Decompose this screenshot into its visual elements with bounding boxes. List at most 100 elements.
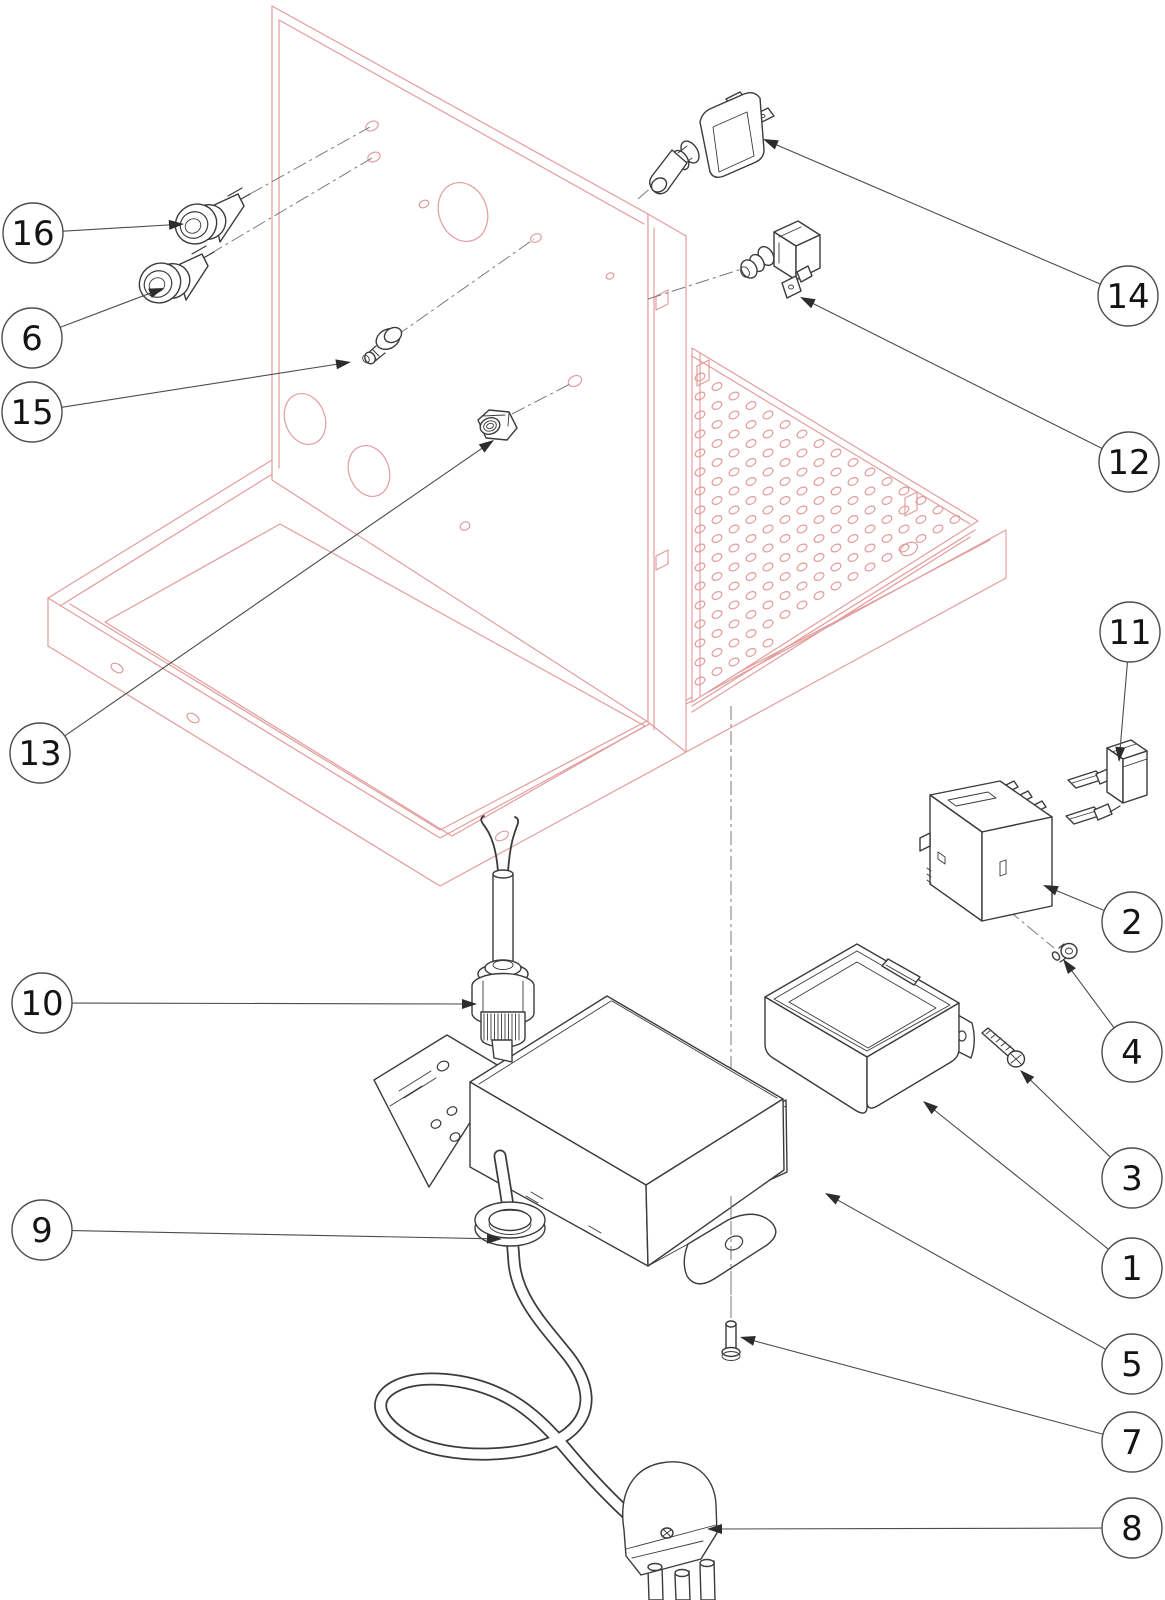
threaded-stud-15 bbox=[362, 326, 403, 365]
perforated-tray bbox=[691, 347, 979, 713]
callout-13: 13 bbox=[9, 440, 494, 784]
parts bbox=[138, 91, 1148, 1600]
callout-circle bbox=[1101, 891, 1163, 953]
cap-screw-4 bbox=[1051, 942, 1078, 963]
leader-arrowhead bbox=[707, 1523, 723, 1534]
callout-circle bbox=[1101, 1411, 1163, 1473]
callout-number: 3 bbox=[1121, 1159, 1143, 1199]
callout-circle bbox=[1101, 1147, 1163, 1209]
callout-8: 8 bbox=[707, 1497, 1163, 1559]
leader-arrowhead bbox=[740, 1336, 756, 1346]
callout-15: 15 bbox=[1, 359, 351, 443]
toggle-switch-14 bbox=[649, 91, 775, 195]
callout-circle bbox=[1, 307, 63, 369]
callout-number: 8 bbox=[1121, 1509, 1143, 1549]
leader-arrowhead bbox=[1115, 746, 1126, 762]
perforation-pattern bbox=[694, 372, 961, 686]
leader-line bbox=[71, 1002, 474, 1005]
callout-circle bbox=[1101, 1021, 1163, 1083]
chassis bbox=[47, 5, 1007, 887]
callout-11: 11 bbox=[1099, 601, 1161, 762]
leader-line bbox=[1064, 961, 1115, 1029]
callout-number: 5 bbox=[1121, 1345, 1143, 1385]
callout-number: 13 bbox=[18, 734, 61, 774]
panel-flange bbox=[647, 213, 687, 753]
mounting-panel bbox=[271, 5, 649, 723]
leader-line bbox=[743, 1337, 1104, 1435]
callout-4: 4 bbox=[1063, 959, 1163, 1083]
callout-circle bbox=[1101, 1497, 1163, 1559]
callout-10: 10 bbox=[11, 972, 477, 1034]
callout-circle bbox=[1, 381, 63, 443]
leader-line bbox=[71, 1230, 499, 1240]
leader-arrowhead bbox=[148, 288, 164, 298]
leader-line bbox=[766, 140, 1101, 285]
callout-1: 1 bbox=[923, 1101, 1163, 1299]
power-cable-fill bbox=[375, 1151, 648, 1533]
callout-number: 16 bbox=[11, 214, 54, 254]
leader-arrowhead bbox=[825, 1193, 841, 1205]
callout-number: 1 bbox=[1121, 1249, 1143, 1289]
callout-16: 16 bbox=[2, 202, 184, 264]
leader-line bbox=[1118, 661, 1129, 759]
callout-circle bbox=[11, 972, 73, 1034]
callout-12: 12 bbox=[800, 297, 1160, 493]
hex-nut-13 bbox=[477, 409, 518, 441]
cable-gland-10 bbox=[471, 815, 535, 1063]
callout-number: 6 bbox=[21, 319, 43, 359]
leader-line bbox=[710, 1527, 1103, 1530]
leader-line bbox=[62, 223, 181, 232]
leader-line bbox=[803, 298, 1103, 450]
callout-number: 12 bbox=[1107, 443, 1150, 483]
display-unit-1 bbox=[764, 943, 975, 1114]
callout-circle bbox=[2, 202, 64, 264]
callout-circle bbox=[11, 1199, 73, 1261]
callout-circle bbox=[1098, 431, 1160, 493]
leader-arrowhead bbox=[1020, 1070, 1035, 1085]
callout-number: 14 bbox=[1106, 277, 1149, 317]
callout-number: 4 bbox=[1121, 1033, 1143, 1073]
pin-7 bbox=[721, 1320, 741, 1361]
callout-9: 9 bbox=[11, 1199, 502, 1261]
leader-arrowhead bbox=[461, 998, 477, 1009]
leader-line bbox=[828, 1194, 1107, 1350]
leader-arrowhead bbox=[800, 297, 816, 309]
push-switch-12 bbox=[740, 220, 821, 299]
leader-arrowhead bbox=[486, 1233, 502, 1244]
callout-7: 7 bbox=[740, 1336, 1163, 1473]
leader-arrowhead bbox=[1043, 885, 1059, 896]
leader-arrowhead bbox=[168, 219, 184, 230]
callout-6: 6 bbox=[1, 288, 164, 369]
leader-arrowhead bbox=[335, 359, 351, 370]
indicator-lamp-16 bbox=[174, 187, 251, 245]
leader-arrowhead bbox=[923, 1101, 938, 1115]
callout-number: 11 bbox=[1108, 613, 1151, 653]
leader-arrowhead bbox=[1063, 959, 1076, 975]
callout-circle bbox=[1101, 1237, 1163, 1299]
indicator-lamp-6 bbox=[138, 245, 215, 304]
screw-3 bbox=[981, 1027, 1026, 1068]
leader-line bbox=[1022, 1072, 1111, 1158]
enclosure-box-5 bbox=[469, 995, 788, 1285]
callout-circle bbox=[1097, 265, 1159, 327]
callout-circle bbox=[1099, 601, 1161, 663]
leader-line bbox=[925, 1103, 1109, 1250]
callout-number: 15 bbox=[10, 393, 53, 433]
lock-ring-9 bbox=[474, 1201, 546, 1247]
callout-3: 3 bbox=[1020, 1070, 1163, 1209]
terminal-connector-11 bbox=[1065, 739, 1148, 825]
callout-circle bbox=[1101, 1333, 1163, 1395]
callout-number: 2 bbox=[1121, 903, 1143, 943]
callout-number: 10 bbox=[20, 984, 63, 1024]
leader-line bbox=[64, 441, 492, 737]
callout-circle bbox=[9, 722, 71, 784]
callout-5: 5 bbox=[825, 1193, 1163, 1395]
callout-2: 2 bbox=[1043, 885, 1163, 953]
callout-14: 14 bbox=[763, 139, 1159, 327]
callout-number: 7 bbox=[1121, 1423, 1143, 1463]
callout-number: 9 bbox=[31, 1211, 53, 1251]
leader-line bbox=[59, 288, 161, 328]
